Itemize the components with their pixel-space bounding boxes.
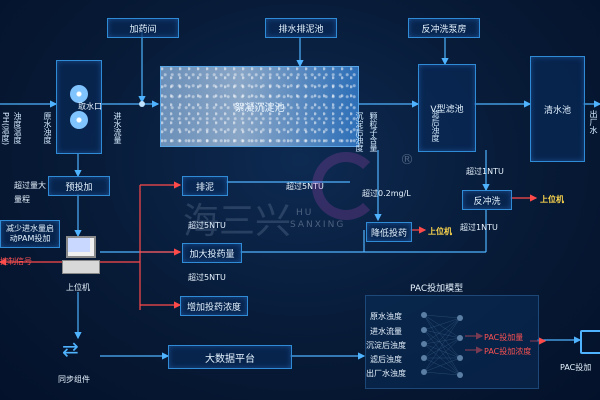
reduce-pam-line1: 减少进水量启 — [6, 224, 54, 233]
backwash-pump-box[interactable]: 反冲洗泵房 — [408, 18, 480, 38]
inlet-flow-label: 进水流量 — [113, 112, 122, 144]
sed-out-label: 沉淀后浊度 — [355, 112, 364, 152]
increase-dose-box[interactable]: 加大投药量 — [182, 243, 242, 263]
exceed-large-label: 超过量大 — [14, 181, 46, 190]
model-output-1: PAC投加量 — [484, 333, 524, 342]
raw-turbidity-label: 原水浊度 — [43, 112, 52, 144]
pac-dose-label: PAC投加 — [560, 363, 592, 372]
clear-water-box[interactable]: 清水池 — [530, 56, 585, 162]
reduce-pam-line2: 动PAM投加 — [9, 234, 51, 243]
increase-conc-box[interactable]: 增加投药浓度 — [180, 296, 248, 316]
intake-box[interactable] — [56, 60, 102, 154]
fan-icon — [70, 111, 88, 129]
reduce-dose-box[interactable]: 降低投药 — [366, 222, 412, 242]
model-input-2: 进水流量 — [370, 327, 402, 336]
watermark-en1: HU — [296, 208, 314, 218]
backwash-box[interactable]: 反冲洗 — [462, 190, 512, 210]
model-panel — [365, 295, 539, 389]
watermark-reg: ® — [400, 152, 414, 168]
shuffle-icon[interactable]: ⇄ — [62, 337, 79, 361]
reduce-pam-box[interactable]: 减少进水量启 动PAM投加 — [0, 220, 60, 248]
clear-water-label: 清水池 — [543, 105, 571, 116]
model-title: PAC投加模型 — [410, 284, 464, 294]
terminal-icon[interactable] — [580, 330, 600, 354]
computer-icon[interactable] — [62, 236, 100, 276]
exceed-02-label: 超过0.2mg/L — [362, 189, 411, 198]
range-label: 量程 — [14, 195, 30, 204]
sedimentation-tank[interactable]: 絮凝沉淀池 — [160, 66, 359, 147]
exceed-5ntu-c-label: 超过5NTU — [188, 273, 226, 282]
intake-label: 取水口 — [78, 102, 102, 111]
pre-dose-box[interactable]: 预投加 — [48, 176, 110, 196]
exceed-5ntu-label: 超过5NTU — [286, 182, 324, 191]
model-input-3: 沉淀后浊度 — [366, 341, 406, 350]
watermark-logo — [312, 152, 380, 220]
sludge-tank-box[interactable]: 排水排泥池 — [265, 18, 337, 38]
exceed-1ntu-b-label: 超过1NTU — [460, 223, 498, 232]
host2-label: 上位机 — [428, 227, 452, 236]
bigdata-box[interactable]: 大数据平台 — [168, 345, 292, 369]
sedimentation-label: 絮凝沉淀池 — [234, 103, 285, 114]
drain-box[interactable]: 排泥 — [182, 176, 228, 196]
host3-label: 上位机 — [540, 195, 564, 204]
model-input-4: 滤后浊度 — [370, 355, 402, 364]
dosing-room-box[interactable]: 加药间 — [107, 18, 179, 38]
turbidity-temp-label: 浊度温度 — [13, 112, 22, 144]
model-input-5: 出厂水浊度 — [366, 369, 406, 378]
fan-icon — [70, 85, 88, 103]
filter-out-label: 滤后浊度 — [431, 110, 440, 142]
ph-temp-label: PH(温度) — [1, 112, 10, 146]
model-input-1: 原水浊度 — [370, 312, 402, 321]
product-water-label: 出厂水 — [589, 110, 598, 134]
exceed-5ntu-b-label: 超过5NTU — [188, 221, 226, 230]
particle-label: 颗粒子含量 — [369, 112, 378, 152]
v-filter-label: V型滤池 — [430, 104, 464, 115]
model-output-2: PAC投加浓度 — [484, 347, 532, 356]
sync-label: 同步组件 — [58, 375, 90, 384]
watermark-cn: 海三兴 — [183, 201, 292, 242]
host-label: 上位机 — [66, 283, 90, 292]
control-signal-label: 控制信号 — [0, 257, 32, 266]
watermark-en2: SANXING — [290, 220, 346, 230]
exceed-1ntu-label: 超过1NTU — [466, 167, 504, 176]
v-filter-box[interactable]: V型滤池 — [418, 64, 476, 152]
